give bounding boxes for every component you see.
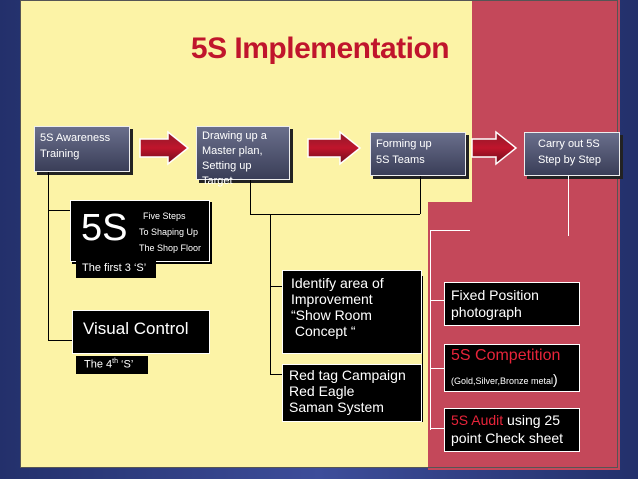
step-line: 5S Awareness bbox=[40, 132, 111, 144]
five-s-line: The Shop Floor bbox=[139, 243, 202, 253]
step-line: Setting up Target bbox=[202, 160, 252, 187]
connector-line bbox=[270, 374, 282, 375]
competition-label: 5S Competition bbox=[451, 347, 561, 364]
step-line: Forming up bbox=[376, 138, 432, 150]
competition-sub: (Gold,Silver,Bronze metal bbox=[451, 376, 554, 386]
connector-line bbox=[48, 210, 72, 211]
caption-text: ‘S’ bbox=[117, 358, 134, 371]
fixed-position-line: photograph bbox=[451, 304, 522, 320]
competition-medals: (Gold,Silver,Bronze metal) bbox=[451, 371, 573, 387]
identify-line: Improvement bbox=[291, 291, 373, 307]
connector-line bbox=[270, 214, 271, 374]
fourth-s-caption: The 4th ‘S’ bbox=[76, 356, 148, 374]
right-arrow-icon bbox=[471, 130, 518, 166]
connector-line bbox=[430, 428, 444, 429]
audit-box: 5S Audit using 25 point Check sheet bbox=[444, 408, 580, 452]
red-tag-line: Red Eagle bbox=[289, 383, 355, 399]
audit-rest: using 25 bbox=[503, 412, 560, 428]
visual-control-box: Visual Control bbox=[72, 310, 210, 354]
audit-line-2: point Check sheet bbox=[451, 430, 564, 446]
connector-line bbox=[250, 180, 251, 214]
audit-highlight: 5S Audit bbox=[451, 412, 504, 428]
step-line: Training bbox=[40, 148, 80, 160]
fixed-position-box: Fixed Position photograph bbox=[444, 282, 580, 326]
competition-close: ) bbox=[553, 371, 558, 387]
competition-box: 5S Competition (Gold,Silver,Bronze metal… bbox=[444, 344, 580, 392]
connector-line bbox=[430, 230, 470, 231]
right-arrow-icon bbox=[307, 130, 362, 166]
caption-text: The first 3 ‘S’ bbox=[82, 262, 147, 274]
step-forming-teams: Forming up 5S Teams bbox=[370, 132, 466, 176]
connector-line bbox=[270, 286, 282, 287]
step-line: Master plan, bbox=[202, 145, 263, 157]
five-s-line: To Shaping Up bbox=[139, 227, 199, 237]
step-awareness-training: 5S Awareness Training bbox=[34, 126, 130, 172]
five-s-box: 5S Five Steps To Shaping Up The Shop Flo… bbox=[70, 200, 210, 262]
step-line: Carry out 5S bbox=[538, 138, 600, 150]
identify-line: Concept “ bbox=[291, 323, 356, 339]
audit-line-1: 5S Audit using 25 bbox=[451, 411, 573, 429]
right-arrow-icon bbox=[139, 130, 190, 166]
connector-line bbox=[48, 340, 72, 341]
connector-line bbox=[430, 230, 431, 430]
step-master-plan: Drawing up a Master plan, Setting up Tar… bbox=[196, 126, 290, 187]
fixed-position-line: Fixed Position bbox=[451, 287, 539, 303]
caption-text: The 4 bbox=[84, 358, 113, 371]
identify-line: “Show Room bbox=[291, 307, 372, 323]
connector-line bbox=[48, 172, 49, 340]
five-s-line: Five Steps bbox=[143, 211, 186, 221]
step-line: Step by Step bbox=[538, 154, 601, 166]
red-tag-box: Red tag Campaign Red Eagle Saman System bbox=[282, 364, 422, 422]
connector-line bbox=[430, 300, 444, 301]
connector-line bbox=[568, 176, 569, 236]
connector-line bbox=[250, 214, 420, 215]
first-three-s-caption: The first 3 ‘S’ bbox=[76, 260, 156, 278]
connector-line bbox=[430, 368, 444, 369]
red-tag-line: Red tag Campaign bbox=[289, 367, 406, 383]
identify-area-box: Identify area of Improvement “Show Room … bbox=[282, 270, 422, 354]
five-s-big-label: 5S bbox=[81, 207, 128, 249]
red-panel-top bbox=[472, 0, 620, 210]
visual-control-label: Visual Control bbox=[83, 319, 189, 338]
step-line: Drawing up a bbox=[202, 130, 267, 142]
step-line: 5S Teams bbox=[376, 154, 425, 166]
identify-line: Identify area of bbox=[291, 275, 384, 291]
caption-superscript: th bbox=[112, 358, 118, 365]
connector-line bbox=[422, 276, 423, 422]
page-title: 5S Implementation bbox=[190, 32, 450, 65]
red-tag-line: Saman System bbox=[289, 399, 384, 415]
connector-line bbox=[420, 176, 421, 214]
step-carry-out: Carry out 5S Step by Step bbox=[524, 132, 620, 176]
